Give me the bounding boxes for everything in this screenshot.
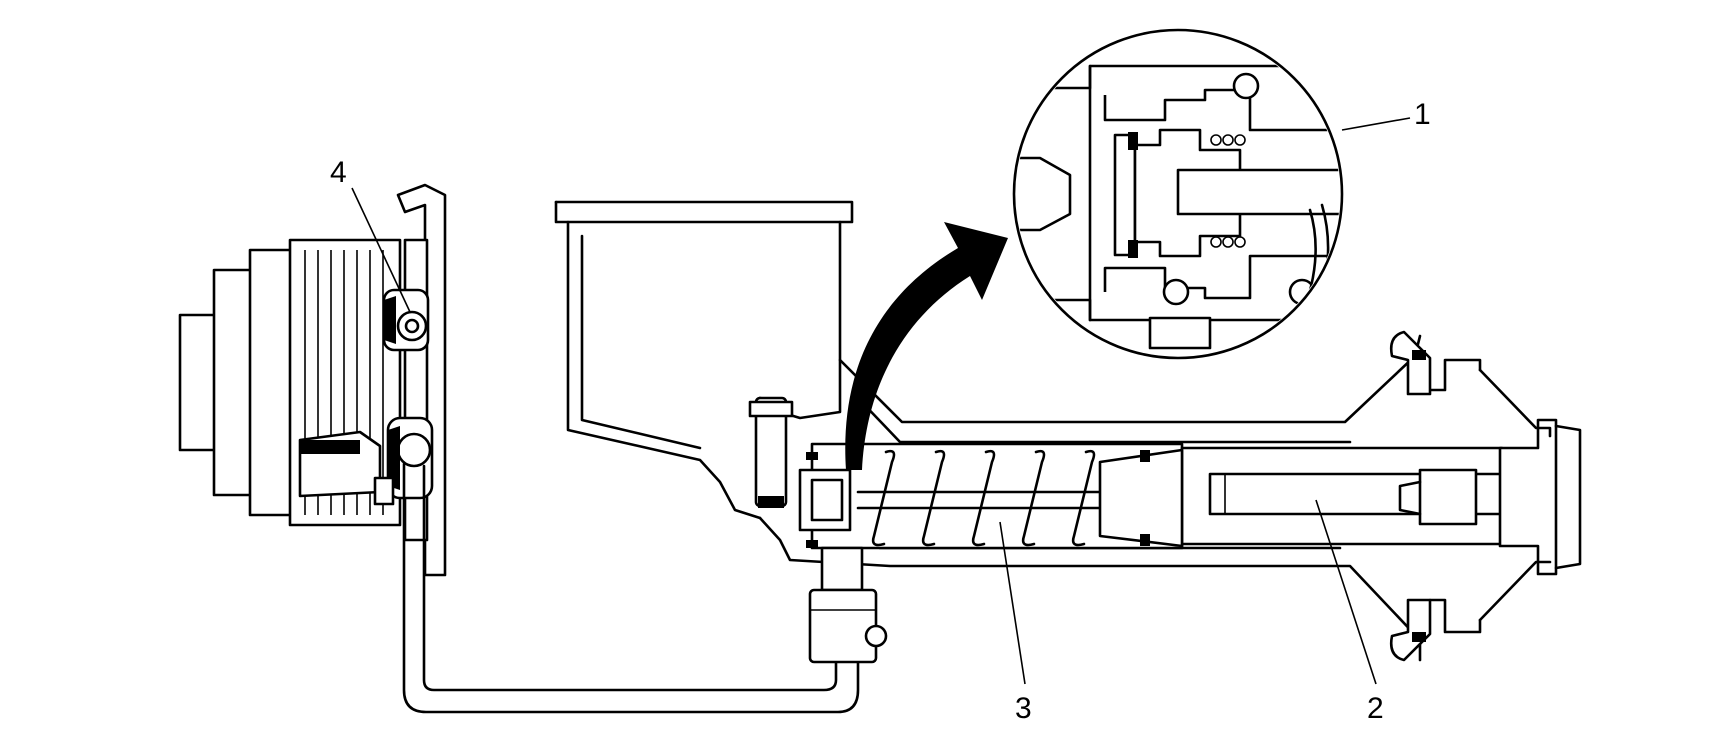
callout-4: 4: [330, 156, 347, 189]
detail-arrow: [845, 222, 1008, 470]
return-spring: [856, 448, 1184, 548]
return-fitting-lower: [386, 416, 434, 500]
hydraulic-line: [402, 462, 860, 714]
pump-pulley-assembly: [178, 183, 447, 577]
inlet-valve-area: [798, 452, 888, 664]
detail-callout-circle: [1012, 28, 1344, 360]
callout-2: 2: [1367, 692, 1384, 725]
leader-lines: [351, 117, 1411, 685]
callout-3: 3: [1015, 692, 1032, 725]
pressure-fitting-upper: [382, 288, 430, 352]
callout-1: 1: [1414, 98, 1431, 131]
fluid-reservoir: [554, 200, 854, 520]
